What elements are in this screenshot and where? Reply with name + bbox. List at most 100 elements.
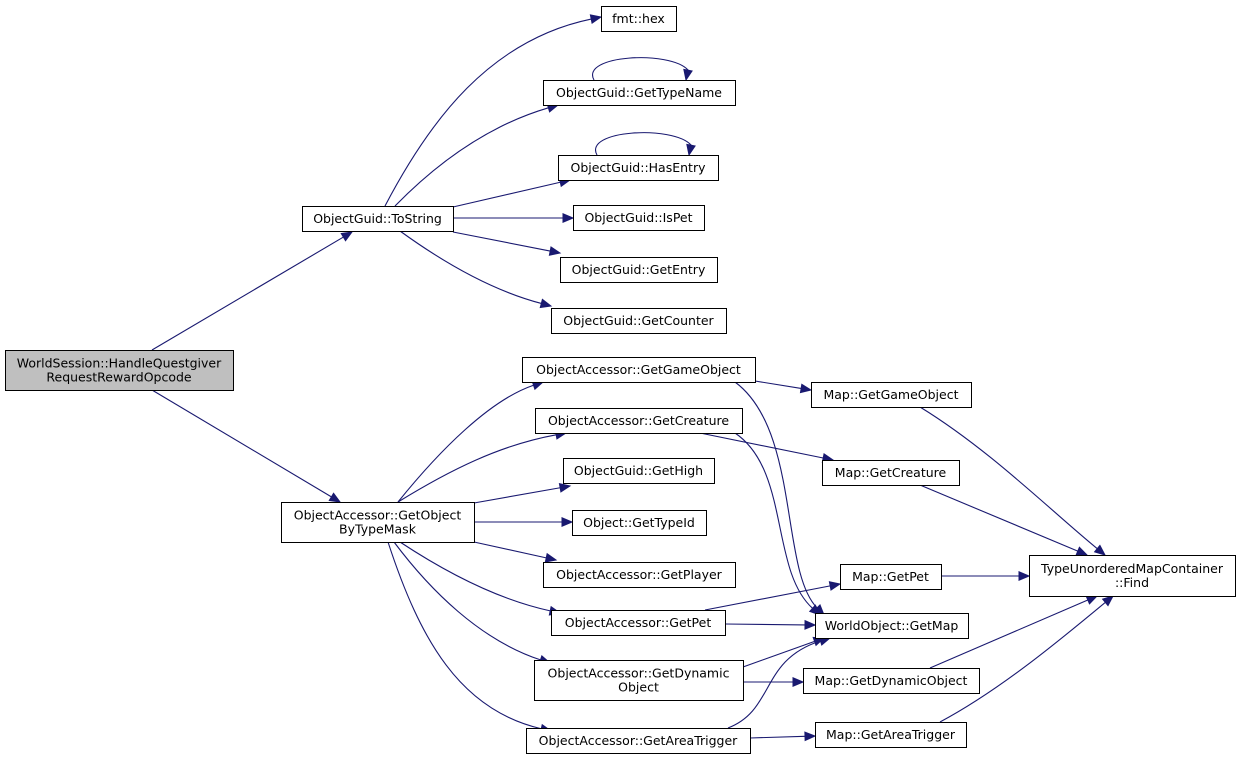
node-oa-getplayer[interactable]: ObjectAccessor::GetPlayer bbox=[543, 562, 736, 588]
edge-root-to-getobjbytypemask bbox=[151, 389, 342, 503]
arrowhead bbox=[1085, 595, 1099, 605]
node-box bbox=[560, 257, 718, 283]
edge-line bbox=[939, 601, 1106, 723]
node-box bbox=[551, 610, 726, 636]
node-map-getgameobject[interactable]: Map::GetGameObject bbox=[811, 382, 972, 408]
edge-line bbox=[724, 623, 806, 626]
node-ispet[interactable]: ObjectGuid::IsPet bbox=[573, 205, 705, 231]
node-label: ObjectGuid::GetCounter bbox=[563, 313, 714, 328]
node-label: ObjectGuid::IsPet bbox=[584, 210, 692, 225]
arrowhead bbox=[1075, 546, 1089, 556]
node-box bbox=[573, 205, 705, 231]
node-box bbox=[543, 562, 736, 588]
node-box bbox=[811, 382, 972, 408]
node-label: Map::GetGameObject bbox=[823, 387, 958, 402]
edge-line bbox=[929, 599, 1089, 669]
edge-getobjbytypemask-to-gettypeid bbox=[474, 517, 574, 527]
edge-line bbox=[754, 380, 802, 389]
node-label: TypeUnorderedMapContainer bbox=[1040, 561, 1224, 576]
edge-oa_getpet-to-worldobject_getmap bbox=[724, 619, 817, 630]
edge-hasentry-to-hasentry bbox=[595, 132, 696, 157]
node-box bbox=[840, 564, 942, 590]
arrowhead bbox=[799, 383, 813, 394]
node-root[interactable]: WorldSession::HandleQuestgiverRequestRew… bbox=[5, 350, 234, 391]
node-oa-getdynamic[interactable]: ObjectAccessor::GetDynamicObject bbox=[534, 660, 744, 701]
arrowhead bbox=[683, 68, 693, 82]
arrowhead bbox=[340, 231, 354, 242]
edge-line bbox=[151, 236, 344, 351]
edge-getobjbytypemask-to-oa_getareatrigger bbox=[387, 541, 553, 734]
node-getentry[interactable]: ObjectGuid::GetEntry bbox=[560, 257, 718, 283]
edge-tostring-to-gettypename bbox=[394, 103, 560, 207]
edge-gettypename-to-gettypename bbox=[592, 57, 693, 82]
node-oa-getpet[interactable]: ObjectAccessor::GetPet bbox=[551, 610, 726, 636]
node-typeunordered-find[interactable]: TypeUnorderedMapContainer::Find bbox=[1029, 555, 1236, 597]
node-worldobject-getmap[interactable]: WorldObject::GetMap bbox=[815, 613, 969, 639]
edge-line bbox=[452, 181, 561, 208]
node-map-getareatrigger[interactable]: Map::GetAreaTrigger bbox=[815, 722, 967, 748]
node-box bbox=[601, 6, 677, 32]
edge-map_getareatrigger-to-typeunordered_find bbox=[939, 595, 1114, 723]
node-box bbox=[302, 206, 454, 232]
node-label: Object bbox=[618, 680, 659, 695]
edge-line bbox=[704, 585, 831, 611]
node-gethigh[interactable]: ObjectGuid::GetHigh bbox=[563, 458, 715, 484]
edge-line bbox=[919, 484, 1078, 552]
node-oa-getareatrigger[interactable]: ObjectAccessor::GetAreaTrigger bbox=[526, 728, 751, 754]
node-label: ObjectGuid::GetHigh bbox=[574, 463, 703, 478]
arrowhead bbox=[686, 143, 696, 157]
edge-map_getgameobject-to-typeunordered_find bbox=[919, 406, 1106, 556]
node-hasentry[interactable]: ObjectGuid::HasEntry bbox=[558, 155, 719, 181]
edge-line bbox=[734, 381, 818, 609]
edge-getobjbytypemask-to-oa_getdynamic bbox=[393, 541, 552, 665]
node-label: ObjectAccessor::GetAreaTrigger bbox=[539, 733, 739, 748]
node-gettypeid[interactable]: Object::GetTypeId bbox=[572, 510, 707, 536]
node-label: Map::GetPet bbox=[852, 569, 929, 584]
node-oa-getcreature[interactable]: ObjectAccessor::GetCreature bbox=[535, 408, 743, 434]
node-label: ObjectGuid::HasEntry bbox=[571, 160, 707, 175]
node-map-getdynamic[interactable]: Map::GetDynamicObject bbox=[803, 668, 980, 694]
edge-line bbox=[397, 384, 534, 503]
arrowhead bbox=[804, 619, 817, 630]
node-label: ObjectAccessor::GetPet bbox=[565, 615, 712, 630]
call-nodes: WorldSession::HandleQuestgiverRequestRew… bbox=[5, 6, 1236, 754]
edge-line bbox=[151, 389, 332, 498]
node-label: ObjectAccessor::GetObject bbox=[294, 508, 462, 523]
arrowhead bbox=[804, 731, 817, 742]
node-getcounter[interactable]: ObjectGuid::GetCounter bbox=[551, 308, 727, 334]
edge-oa_getdynamic-to-map_getdynamic bbox=[743, 677, 805, 687]
edge-line bbox=[394, 107, 549, 207]
node-gettypename[interactable]: ObjectGuid::GetTypeName bbox=[543, 80, 736, 106]
edge-line bbox=[399, 230, 542, 304]
node-box bbox=[563, 458, 715, 484]
arrowhead bbox=[561, 517, 574, 527]
node-box bbox=[522, 357, 756, 383]
node-label: WorldObject::GetMap bbox=[825, 618, 959, 633]
arrowhead bbox=[589, 14, 603, 24]
node-box bbox=[572, 510, 707, 536]
edge-line bbox=[734, 432, 813, 609]
arrowhead bbox=[1101, 595, 1114, 607]
edge-line bbox=[384, 18, 592, 207]
node-label: ObjectAccessor::GetPlayer bbox=[556, 567, 723, 582]
node-tostring[interactable]: ObjectGuid::ToString bbox=[302, 206, 454, 232]
node-oa-getgameobject[interactable]: ObjectAccessor::GetGameObject bbox=[522, 357, 756, 383]
node-fmthex[interactable]: fmt::hex bbox=[601, 6, 677, 32]
edge-getobjbytypemask-to-oa_getplayer bbox=[473, 541, 558, 563]
edge-oa_getpet-to-map_getpet bbox=[704, 581, 842, 611]
arrowhead bbox=[548, 246, 562, 256]
edge-line bbox=[473, 487, 561, 504]
edge-line bbox=[749, 735, 806, 739]
node-label: Map::GetAreaTrigger bbox=[826, 727, 956, 742]
node-map-getcreature[interactable]: Map::GetCreature bbox=[822, 460, 960, 486]
edge-tostring-to-fmthex bbox=[384, 14, 603, 207]
edge-line bbox=[397, 434, 557, 503]
node-map-getpet[interactable]: Map::GetPet bbox=[840, 564, 942, 590]
node-label: ObjectAccessor::GetGameObject bbox=[536, 362, 741, 377]
node-box bbox=[803, 668, 980, 694]
edge-line bbox=[393, 541, 541, 661]
node-label: ObjectAccessor::GetDynamic bbox=[548, 666, 730, 681]
edge-oa_getcreature-to-worldobject_getmap bbox=[734, 432, 821, 616]
